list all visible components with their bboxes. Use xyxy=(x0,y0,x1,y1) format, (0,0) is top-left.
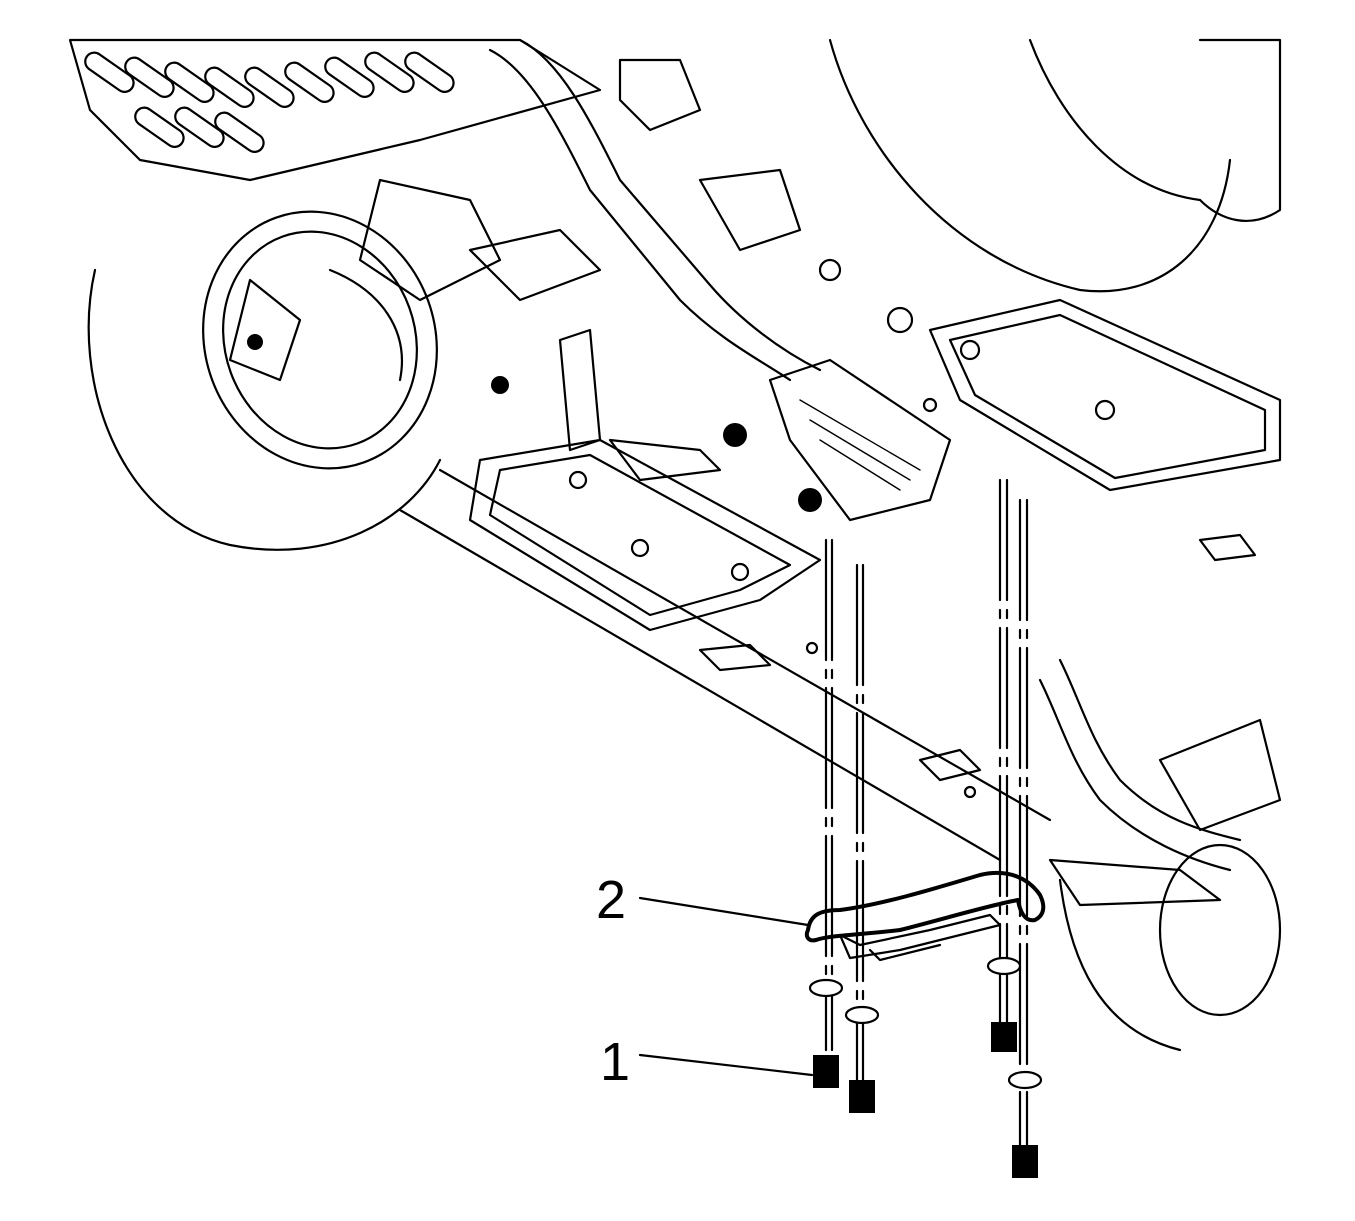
floor-panel xyxy=(68,38,602,182)
bolt-part-1b xyxy=(844,1005,880,1113)
exploded-view-guide-lines xyxy=(824,478,1029,1152)
exhaust-bracket-part-2 xyxy=(804,870,1046,962)
bolt-part-1c xyxy=(986,956,1022,1052)
lower-floor xyxy=(398,468,1052,862)
leader-line-2 xyxy=(638,896,810,927)
bolt-part-1 xyxy=(808,978,844,1088)
leader-line-1 xyxy=(638,1053,814,1077)
exhaust-pipe xyxy=(488,38,1242,872)
callout-label-2: 2 xyxy=(596,870,627,930)
suspension-components xyxy=(358,58,1282,907)
callout-label-1: 1 xyxy=(600,1032,631,1092)
left-wheel xyxy=(87,210,442,551)
underbody-shield-left xyxy=(468,438,822,632)
underbody-shield-right xyxy=(922,298,1282,562)
bolt-part-1d xyxy=(1007,1070,1043,1178)
right-wheel-arch xyxy=(828,38,1282,1052)
